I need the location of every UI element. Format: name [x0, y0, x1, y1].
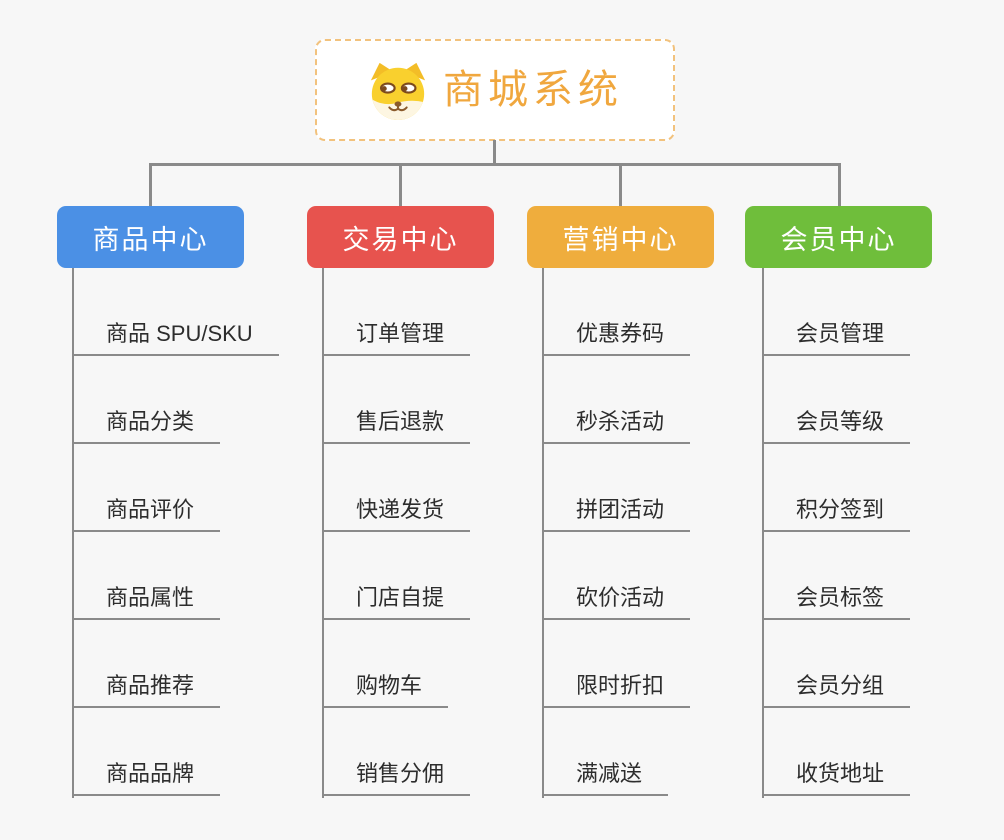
mindmap-node[interactable]: 限时折扣 — [542, 620, 691, 708]
branch-items-member-center: 会员管理 会员等级 积分签到 会员标签 会员分组 收货地址 — [762, 268, 911, 798]
mindmap-node[interactable]: 门店自提 — [322, 532, 471, 620]
connector-spine — [762, 268, 764, 798]
mindmap-node[interactable]: 会员标签 — [762, 532, 911, 620]
connector-spine — [322, 268, 324, 798]
mindmap-node[interactable]: 会员分组 — [762, 620, 911, 708]
branch-items-marketing-center: 优惠券码 秒杀活动 拼团活动 砍价活动 限时折扣 满减送 — [542, 268, 691, 798]
connector-horizontal — [149, 163, 841, 166]
branch-box-marketing-center[interactable]: 营销中心 — [527, 206, 714, 268]
mindmap-node[interactable]: 销售分佣 — [322, 708, 471, 796]
mindmap-node[interactable]: 砍价活动 — [542, 532, 691, 620]
doge-icon — [370, 62, 426, 121]
connector-drop-product — [149, 163, 152, 208]
branch-items-trade-center: 订单管理 售后退款 快递发货 门店自提 购物车 销售分佣 — [322, 268, 471, 798]
mindmap-node[interactable]: 优惠券码 — [542, 268, 691, 356]
connector-root-stem — [493, 140, 496, 164]
connector-spine — [542, 268, 544, 798]
root-node-mall-system[interactable]: 商城系统 — [315, 39, 675, 141]
mindmap-node[interactable]: 商品品牌 — [72, 708, 221, 796]
branch-box-product-center[interactable]: 商品中心 — [57, 206, 244, 268]
mindmap-node[interactable]: 商品推荐 — [72, 620, 221, 708]
mindmap-node[interactable]: 商品属性 — [72, 532, 221, 620]
mindmap-node[interactable]: 会员等级 — [762, 356, 911, 444]
mindmap-node[interactable]: 秒杀活动 — [542, 356, 691, 444]
mindmap-node[interactable]: 购物车 — [322, 620, 449, 708]
mindmap-node[interactable]: 会员管理 — [762, 268, 911, 356]
connector-spine — [72, 268, 74, 798]
connector-drop-marketing — [619, 163, 622, 208]
branch-box-trade-center[interactable]: 交易中心 — [307, 206, 494, 268]
mindmap-node[interactable]: 商品评价 — [72, 444, 221, 532]
root-title: 商城系统 — [443, 68, 623, 112]
mindmap-node[interactable]: 商品 SPU/SKU — [72, 268, 279, 356]
branch-box-member-center[interactable]: 会员中心 — [745, 206, 932, 268]
mindmap-node[interactable]: 积分签到 — [762, 444, 911, 532]
mindmap-node[interactable]: 拼团活动 — [542, 444, 691, 532]
mindmap-node[interactable]: 订单管理 — [322, 268, 471, 356]
connector-drop-trade — [399, 163, 402, 208]
mindmap-node[interactable]: 满减送 — [542, 708, 669, 796]
connector-drop-member — [838, 163, 841, 208]
mindmap-node[interactable]: 快递发货 — [322, 444, 471, 532]
branch-items-product-center: 商品 SPU/SKU 商品分类 商品评价 商品属性 商品推荐 商品品牌 — [72, 268, 279, 798]
mindmap-node[interactable]: 售后退款 — [322, 356, 471, 444]
mindmap-node[interactable]: 商品分类 — [72, 356, 221, 444]
mindmap-node[interactable]: 收货地址 — [762, 708, 911, 796]
